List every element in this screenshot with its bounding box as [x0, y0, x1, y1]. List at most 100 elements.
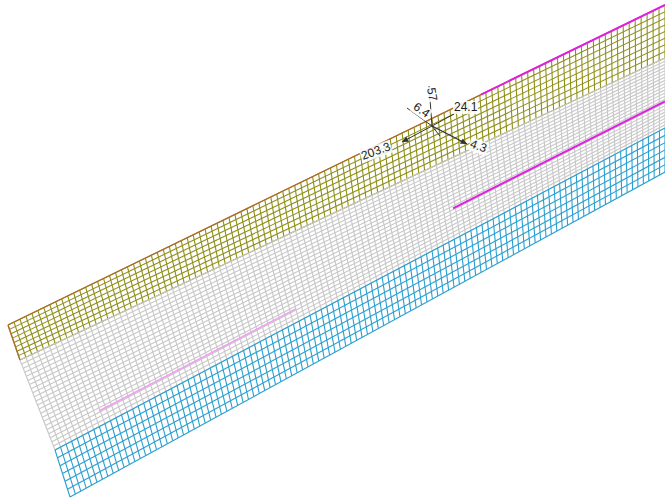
band-edge	[8, 5, 665, 325]
force-arrow	[432, 126, 440, 136]
bottom-mesh-band	[177, 386, 189, 432]
bottom-mesh-band	[421, 257, 427, 302]
force-value: 24.1	[453, 101, 478, 114]
magenta-line	[453, 101, 665, 208]
bottom-mesh-band	[404, 266, 410, 311]
bottom-mesh-band	[66, 444, 81, 491]
bottom-mesh-band	[471, 230, 476, 275]
top-mesh-band	[563, 54, 565, 104]
bottom-mesh-band	[360, 289, 368, 335]
middle-mesh-band	[583, 96, 587, 169]
bottom-mesh-band	[194, 377, 206, 423]
bottom-mesh-band	[354, 292, 362, 338]
top-mesh-band	[552, 60, 554, 110]
top-mesh-band	[510, 81, 513, 130]
middle-mesh-band	[559, 107, 565, 180]
bottom-mesh-band	[393, 271, 400, 316]
middle-mesh-band	[50, 118, 665, 437]
bottom-mesh-band	[116, 418, 130, 465]
middle-mesh-band	[565, 105, 570, 178]
middle-mesh-band	[26, 71, 665, 377]
arrow-head	[402, 136, 409, 142]
top-mesh-band	[396, 136, 401, 182]
bottom-mesh-band	[133, 409, 146, 456]
middle-mesh-band	[618, 80, 621, 151]
bottom-mesh-band	[537, 195, 540, 240]
top-mesh-band	[313, 177, 319, 220]
bottom-mesh-band	[504, 213, 508, 258]
middle-mesh-band	[20, 360, 55, 450]
middle-mesh-band	[442, 162, 454, 239]
middle-mesh-band	[664, 58, 665, 128]
middle-mesh-band	[31, 80, 665, 388]
bottom-mesh-band	[388, 274, 395, 319]
middle-mesh-band	[53, 125, 665, 446]
top-mesh-band	[635, 20, 637, 72]
bottom-mesh-band	[58, 135, 665, 458]
bottom-mesh-band	[249, 348, 259, 394]
bottom-mesh-band	[127, 412, 140, 459]
top-mesh-band	[492, 89, 495, 137]
middle-mesh-band	[448, 160, 460, 237]
top-mesh-band	[528, 72, 531, 121]
bottom-mesh-band	[659, 131, 660, 175]
top-mesh-band	[623, 25, 625, 77]
top-mesh-band	[253, 206, 261, 248]
top-mesh-band	[223, 220, 231, 261]
force-value: 57	[424, 86, 439, 103]
bottom-mesh-band	[60, 143, 665, 466]
top-mesh-band	[199, 232, 208, 272]
middle-mesh-band	[659, 61, 660, 131]
middle-mesh-band	[67, 338, 99, 427]
top-mesh-band	[86, 287, 97, 324]
middle-mesh-band	[30, 77, 665, 384]
bottom-mesh-band	[232, 356, 243, 402]
bottom-mesh-band	[593, 166, 595, 210]
middle-mesh-band	[571, 102, 576, 175]
middle-mesh-band	[419, 173, 432, 251]
top-mesh-band	[301, 182, 308, 225]
middle-mesh-band	[647, 66, 649, 137]
bottom-mesh-band	[526, 201, 529, 246]
bottom-mesh-band	[465, 233, 470, 278]
force-value: 6.4	[410, 100, 433, 121]
bottom-mesh-band	[460, 236, 465, 281]
top-mesh-band	[20, 319, 32, 354]
top-mesh-band	[534, 69, 536, 118]
bottom-mesh-band	[216, 365, 227, 411]
middle-mesh-band	[36, 90, 665, 401]
bottom-mesh-band	[532, 198, 535, 243]
bottom-mesh-band	[55, 128, 665, 450]
top-mesh-band	[587, 43, 588, 94]
bottom-mesh-band	[587, 169, 589, 213]
bottom-mesh-band	[238, 353, 249, 399]
top-mesh-band	[569, 52, 571, 102]
middle-mesh-band	[395, 184, 410, 262]
top-mesh-band	[575, 49, 577, 100]
bottom-mesh-band	[626, 148, 628, 192]
bottom-mesh-band	[415, 260, 421, 305]
top-mesh-band	[10, 12, 665, 330]
bottom-mesh-band	[68, 165, 665, 490]
bottom-mesh-band	[171, 389, 183, 435]
middle-mesh-band	[401, 182, 415, 260]
middle-mesh-band	[653, 63, 655, 133]
bottom-mesh-band	[63, 150, 665, 474]
top-mesh-band	[498, 86, 501, 134]
bottom-mesh-band	[199, 374, 210, 420]
top-mesh-band	[277, 194, 284, 236]
bottom-mesh-band	[77, 438, 91, 485]
bottom-mesh-band	[99, 427, 113, 474]
force-arrow	[432, 126, 467, 144]
top-mesh-band	[617, 28, 619, 80]
top-mesh-band	[593, 40, 594, 91]
top-mesh-band	[658, 8, 659, 61]
bottom-mesh-band	[244, 350, 254, 396]
middle-mesh-band	[41, 99, 665, 413]
middle-mesh-band	[378, 193, 394, 272]
top-mesh-band	[325, 171, 331, 215]
top-mesh-band	[486, 92, 489, 140]
middle-mesh-band	[606, 85, 609, 157]
middle-mesh-band	[47, 112, 665, 429]
